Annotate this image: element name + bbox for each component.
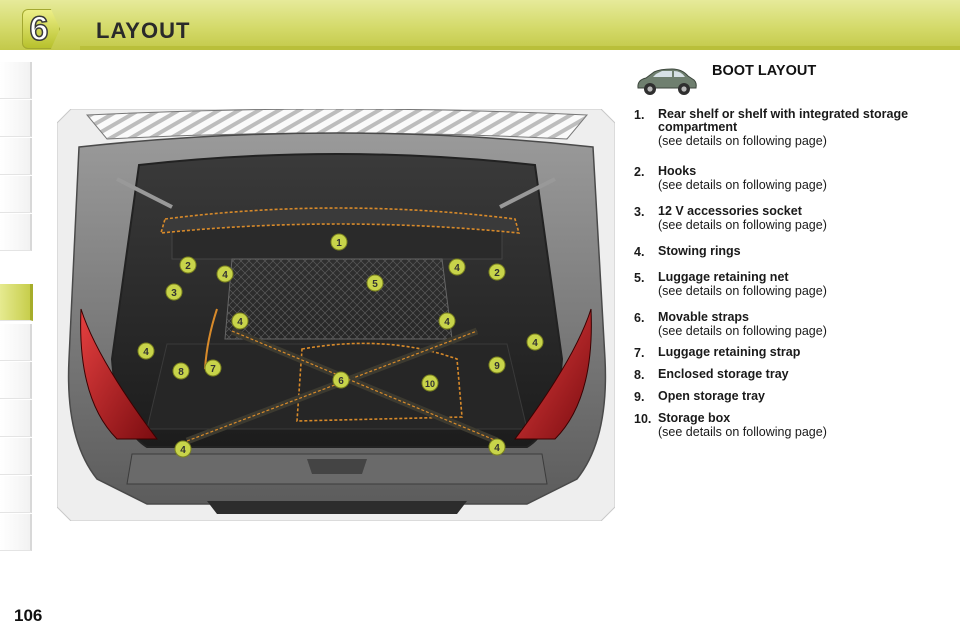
svg-text:4: 4 xyxy=(494,443,500,454)
svg-text:4: 4 xyxy=(444,317,450,328)
svg-text:7: 7 xyxy=(210,364,216,375)
chapter-title: LAYOUT xyxy=(96,18,191,43)
chapter-tab[interactable] xyxy=(0,176,32,213)
callout-9: 9 xyxy=(488,356,506,374)
chapter-tab[interactable] xyxy=(0,438,32,475)
chapter-tabs xyxy=(0,62,34,577)
callout-8: 8 xyxy=(172,362,190,380)
chapter-tab[interactable] xyxy=(0,362,32,399)
svg-text:9: 9 xyxy=(494,361,500,372)
svg-text:4: 4 xyxy=(222,270,228,281)
svg-text:10: 10 xyxy=(425,379,435,389)
callout-5: 5 xyxy=(366,274,384,292)
callout-4: 4 xyxy=(438,312,456,330)
header-rule xyxy=(80,46,960,50)
chapter-tab[interactable] xyxy=(0,476,32,513)
callout-6: 6 xyxy=(332,371,350,389)
callout-3: 3 xyxy=(165,283,183,301)
page-number: 106 xyxy=(14,606,43,625)
svg-text:2: 2 xyxy=(185,261,191,272)
callout-2-left: 2 xyxy=(179,256,197,274)
chapter-tab[interactable] xyxy=(0,400,32,437)
callout-2-right: 2 xyxy=(488,263,506,281)
callout-4: 4 xyxy=(174,440,192,458)
section-title: BOOT LAYOUT xyxy=(712,63,817,79)
callout-4: 4 xyxy=(231,312,249,330)
svg-text:4: 4 xyxy=(143,347,149,358)
svg-text:4: 4 xyxy=(180,445,186,456)
callout-4: 4 xyxy=(137,342,155,360)
chapter-tab[interactable] xyxy=(0,100,32,137)
chapter-number: 6 xyxy=(29,9,49,49)
callout-7: 7 xyxy=(204,359,222,377)
car-icon xyxy=(637,68,697,95)
svg-text:2: 2 xyxy=(494,268,500,279)
callout-4: 4 xyxy=(216,265,234,283)
svg-text:5: 5 xyxy=(372,279,378,290)
svg-text:1: 1 xyxy=(336,238,342,249)
callout-4: 4 xyxy=(448,258,466,276)
chapter-tab[interactable] xyxy=(0,324,32,361)
chapter-tab[interactable] xyxy=(0,62,32,99)
chapter-header xyxy=(0,0,960,50)
svg-text:4: 4 xyxy=(454,263,460,274)
chapter-tab-active[interactable] xyxy=(0,284,33,321)
svg-text:4: 4 xyxy=(237,317,243,328)
svg-text:3: 3 xyxy=(171,288,177,299)
chapter-tab[interactable] xyxy=(0,514,32,551)
chapter-badge: 6 xyxy=(22,9,60,49)
callout-4: 4 xyxy=(488,438,506,456)
boot-illustration: 1 2 2 3 4 4 4 4 4 4 4 4 5 6 7 8 9 10 xyxy=(57,109,615,521)
svg-text:8: 8 xyxy=(178,367,184,378)
callout-10: 10 xyxy=(421,374,439,392)
chapter-tab[interactable] xyxy=(0,138,32,175)
chapter-tab[interactable] xyxy=(0,214,32,251)
callout-1: 1 xyxy=(330,233,348,251)
svg-text:6: 6 xyxy=(338,376,344,387)
callout-4: 4 xyxy=(526,333,544,351)
svg-text:4: 4 xyxy=(532,338,538,349)
